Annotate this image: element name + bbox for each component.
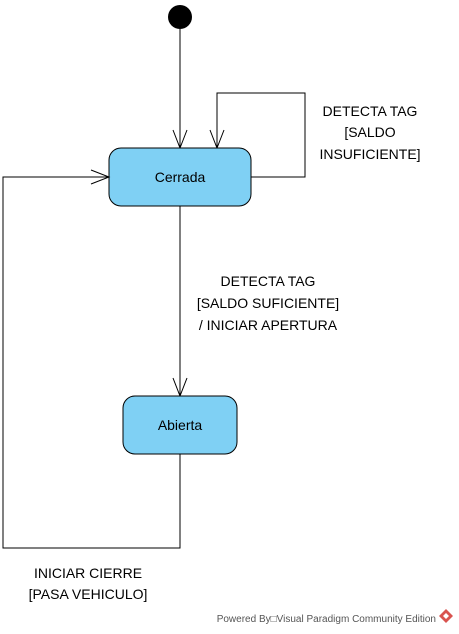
visual-paradigm-logo-icon [439,609,453,623]
initial-state [168,5,192,29]
self-loop-label-line3: INSUFICIENTE] [319,146,420,162]
close-transition-label-line2: [PASA VEHICULO] [29,586,148,602]
state-cerrada-label: Cerrada [155,169,206,185]
watermark-text: Powered By□Visual Paradigm Community Edi… [217,614,436,625]
self-loop-transition-line [216,92,306,178]
close-transition-label-line1: INICIAR CIERRE [34,565,142,581]
close-transition-arrowhead [90,169,111,185]
state-abierta-label: Abierta [158,417,203,433]
open-transition-label-line1: DETECTA TAG [221,273,316,289]
close-transition-line [2,176,181,549]
self-loop-label-line1: DETECTA TAG [323,103,418,119]
open-transition-label-line3: / INICIAR APERTURA [199,317,338,333]
open-transition-label-line2: [SALDO SUFICIENTE] [197,295,339,311]
self-loop-label-line2: [SALDO [344,124,395,140]
